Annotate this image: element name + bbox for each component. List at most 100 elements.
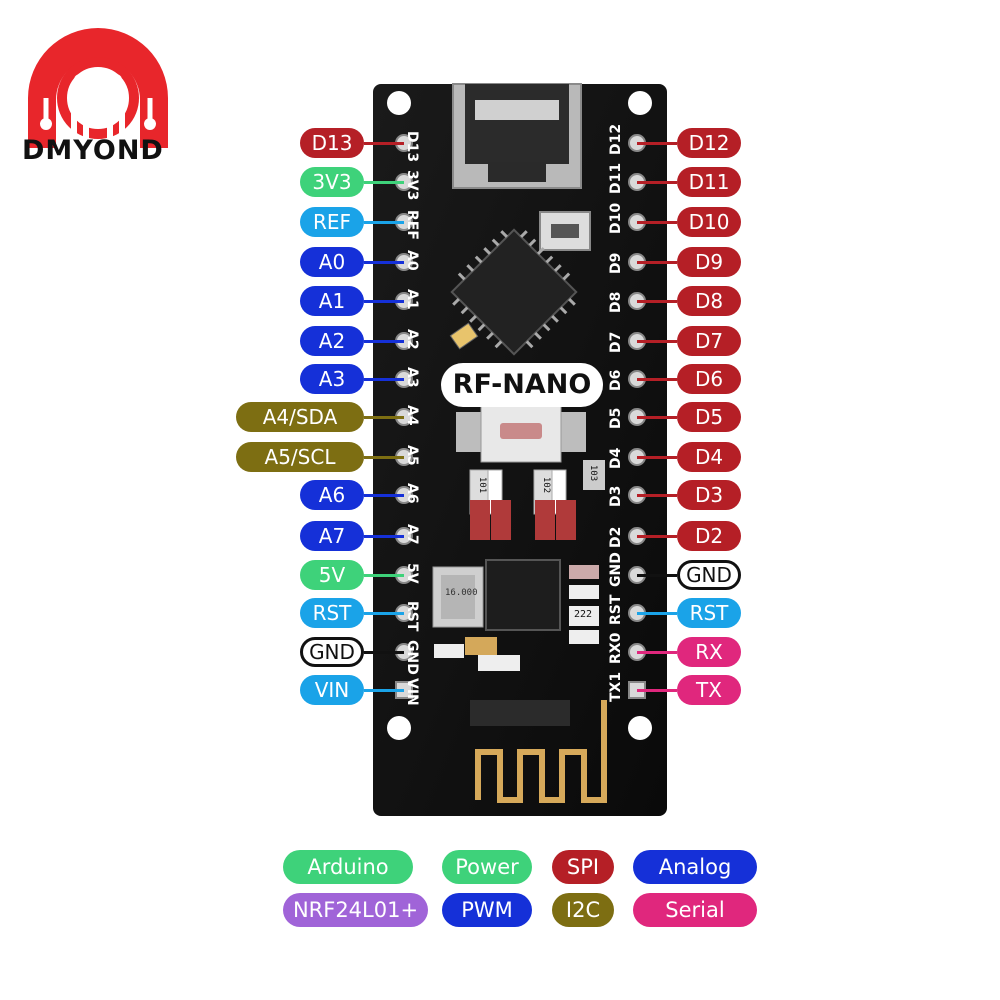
left-pin-silk-3v3: 3V3	[404, 170, 420, 201]
right-pin-silk-d10: D10	[608, 202, 624, 234]
right-pin-leader-0	[637, 142, 677, 145]
right-pin-label-d10: D10	[677, 207, 741, 237]
right-pin-silk-d8: D8	[608, 291, 624, 313]
right-pin-leader-1	[637, 181, 677, 184]
right-pin-leader-10	[637, 535, 677, 538]
left-pin-label-a7: A7	[300, 521, 364, 551]
left-pin-leader-1	[364, 181, 404, 184]
right-pin-label-d5: D5	[677, 402, 741, 432]
left-pin-silk-a1: A1	[404, 289, 420, 310]
right-pin-leader-13	[637, 651, 677, 654]
right-pin-silk-d12: D12	[608, 123, 624, 155]
left-pin-leader-2	[364, 221, 404, 224]
left-pin-leader-13	[364, 651, 404, 654]
left-pin-label-a5-scl: A5/SCL	[236, 442, 364, 472]
left-pin-silk-a7: A7	[404, 524, 420, 545]
legend-spi: SPI	[552, 850, 614, 884]
dmyond-logo-icon	[28, 28, 168, 148]
left-pin-label-ref: REF	[300, 207, 364, 237]
left-pin-leader-9	[364, 494, 404, 497]
left-pin-label-gnd: GND	[300, 637, 364, 667]
right-pin-label-d6: D6	[677, 364, 741, 394]
left-pin-leader-10	[364, 535, 404, 538]
left-pin-leader-7	[364, 416, 404, 419]
right-pin-label-gnd: GND	[677, 560, 741, 590]
legend-i2c: I2C	[552, 893, 614, 927]
right-pin-silk-rx0: RX0	[608, 632, 624, 664]
left-pin-silk-d13: D13	[404, 131, 420, 163]
left-pin-leader-5	[364, 340, 404, 343]
right-pin-label-rst: RST	[677, 598, 741, 628]
right-pin-silk-d11: D11	[608, 162, 624, 194]
right-pin-label-d2: D2	[677, 521, 741, 551]
resistor-marking-222: 222	[574, 609, 593, 620]
legend-pwm: PWM	[442, 893, 532, 927]
left-pin-label-5v: 5V	[300, 560, 364, 590]
right-pin-silk-d5: D5	[608, 407, 624, 429]
right-pin-silk-tx1: TX1	[608, 671, 624, 702]
left-pin-leader-11	[364, 574, 404, 577]
right-pin-leader-2	[637, 221, 677, 224]
resistor-marking-103: 103	[588, 464, 599, 482]
right-pin-silk-d9: D9	[608, 252, 624, 274]
legend-analog: Analog	[633, 850, 757, 884]
left-pin-silk-5v: 5V	[404, 563, 420, 584]
board-title: RF-NANO	[441, 363, 603, 407]
right-pin-silk-d7: D7	[608, 331, 624, 353]
right-pin-label-d12: D12	[677, 128, 741, 158]
left-pin-label-3v3: 3V3	[300, 167, 364, 197]
legend-serial: Serial	[633, 893, 757, 927]
legend-power: Power	[442, 850, 532, 884]
left-pin-label-a3: A3	[300, 364, 364, 394]
right-pin-leader-7	[637, 416, 677, 419]
right-pin-label-d8: D8	[677, 286, 741, 316]
left-pin-label-a0: A0	[300, 247, 364, 277]
left-pin-leader-0	[364, 142, 404, 145]
right-pin-label-tx: TX	[677, 675, 741, 705]
resistor-marking-102: 102	[541, 476, 552, 494]
left-pin-silk-a0: A0	[404, 250, 420, 271]
right-pin-leader-12	[637, 612, 677, 615]
left-pin-leader-14	[364, 689, 404, 692]
left-pin-label-rst: RST	[300, 598, 364, 628]
right-pin-leader-5	[637, 340, 677, 343]
left-pin-leader-3	[364, 261, 404, 264]
brand-name: DMYOND	[22, 135, 164, 166]
left-pin-label-vin: VIN	[300, 675, 364, 705]
left-pin-label-a1: A1	[300, 286, 364, 316]
left-pin-leader-12	[364, 612, 404, 615]
right-pin-leader-6	[637, 378, 677, 381]
resistor-marking-101: 101	[477, 476, 488, 494]
left-pin-silk-ref: REF	[404, 210, 420, 240]
right-pin-silk-d6: D6	[608, 369, 624, 391]
right-pin-silk-rst: RST	[608, 594, 624, 625]
left-pin-leader-6	[364, 378, 404, 381]
right-pin-silk-d3: D3	[608, 485, 624, 507]
right-pin-silk-gnd: GND	[608, 552, 624, 587]
left-pin-silk-a5: A5	[404, 445, 420, 466]
left-pin-silk-a2: A2	[404, 329, 420, 350]
right-pin-silk-d2: D2	[608, 526, 624, 548]
right-pin-leader-14	[637, 689, 677, 692]
right-pin-label-d3: D3	[677, 480, 741, 510]
right-pin-silk-d4: D4	[608, 447, 624, 469]
left-pin-label-a2: A2	[300, 326, 364, 356]
right-pin-label-d9: D9	[677, 247, 741, 277]
right-pin-leader-3	[637, 261, 677, 264]
crystal-marking: 16.000	[445, 588, 478, 598]
right-pin-leader-11	[637, 574, 677, 577]
left-pin-silk-a4: A4	[404, 405, 420, 426]
left-pin-silk-rst: RST	[404, 601, 420, 632]
left-pin-label-a6: A6	[300, 480, 364, 510]
left-pin-silk-a6: A6	[404, 483, 420, 504]
right-pin-leader-4	[637, 300, 677, 303]
left-pin-label-d13: D13	[300, 128, 364, 158]
left-pin-leader-4	[364, 300, 404, 303]
right-pin-label-d4: D4	[677, 442, 741, 472]
left-pin-silk-gnd: GND	[404, 640, 420, 675]
right-pin-leader-9	[637, 494, 677, 497]
right-pin-leader-8	[637, 456, 677, 459]
legend-nrf24l01-: NRF24L01+	[283, 893, 428, 927]
legend-arduino: Arduino	[283, 850, 413, 884]
